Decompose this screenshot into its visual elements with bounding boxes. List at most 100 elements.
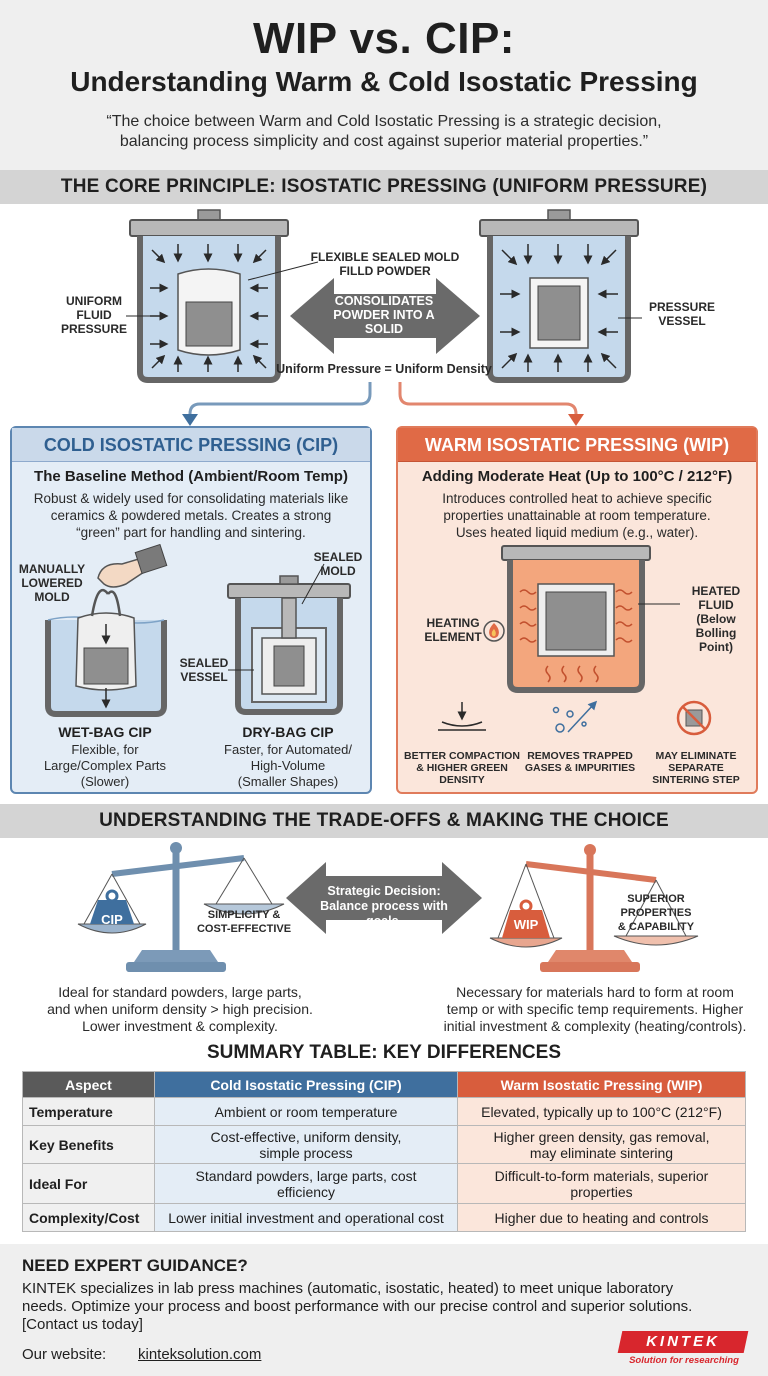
desc-line: and when uniform density > high precisio…	[47, 1001, 313, 1017]
desc-line: Lower investment & complexity.	[82, 1018, 278, 1034]
table-cell-aspect: Complexity/Cost	[22, 1203, 155, 1232]
label-line: ELEMENT	[424, 630, 482, 644]
table-cell-cip: Ambient or room temperature	[154, 1097, 458, 1126]
table-header-wip: Warm Isostatic Pressing (WIP)	[457, 1071, 746, 1098]
contact-link[interactable]: [Contact us today]	[22, 1316, 143, 1333]
benefit-line: SEPARATE	[668, 762, 724, 774]
header-background	[0, 0, 768, 170]
label-line: (Below Bolling	[695, 612, 737, 640]
benefit-line: DENSITY	[439, 774, 485, 786]
table-row: Key Benefits Cost-effective, uniform den…	[22, 1125, 746, 1164]
gas-removal-icon	[552, 700, 598, 733]
cip-balance-scale	[77, 842, 285, 972]
table-cell-cip: Lower initial investment and operational…	[154, 1203, 458, 1232]
wet-bag-title: WET-BAG CIP	[58, 724, 152, 740]
kintek-tagline: Solution for researching	[629, 1355, 739, 1366]
arrow-to-wip	[398, 382, 578, 418]
caption-line: Large/Complex Parts	[43, 758, 167, 773]
caption-line: (Smaller Shapes)	[237, 774, 339, 789]
dry-bag-description: Faster, for Automated/ High-Volume (Smal…	[208, 742, 368, 790]
label-line: Point)	[699, 640, 733, 654]
benefit-line: MAY ELIMINATE	[655, 750, 737, 762]
table-row: Complexity/Cost Lower initial investment…	[22, 1203, 746, 1232]
label-line: COST-EFFECTIVE	[196, 923, 292, 935]
footer-line: needs. Optimize your process and boost p…	[22, 1298, 693, 1315]
table-cell-wip: Difficult-to-form materials, superior pr…	[457, 1163, 746, 1204]
desc-line: Uses heated liquid medium (e.g., water).	[455, 525, 699, 540]
table-cell-wip: Higher due to heating and controls	[457, 1203, 746, 1232]
benefit-line: BETTER COMPACTION	[404, 750, 520, 762]
label-line: PROPERTIES	[620, 907, 692, 919]
summary-table: Aspect Cold Isostatic Pressing (CIP) War…	[22, 1071, 746, 1232]
footer-line: KINTEK specializes in lab press machines…	[22, 1280, 674, 1297]
desc-line: Necessary for materials hard to form at …	[456, 984, 734, 1000]
benefit-no-sintering: MAY ELIMINATE SEPARATE SINTERING STEP	[636, 750, 756, 786]
summary-title: SUMMARY TABLE: KEY DIFFERENCES	[207, 1042, 561, 1063]
desc-line: initial investment & complexity (heating…	[443, 1018, 747, 1034]
desc-line: Robust & widely used for consolidating m…	[33, 491, 349, 506]
left-pressure-vessel	[129, 209, 289, 383]
table-cell-cip: Cost-effective, uniform density, simple …	[154, 1125, 458, 1164]
label-line: Balance process with goals.	[320, 899, 448, 928]
table-row: Ideal For Standard powders, large parts,…	[22, 1163, 746, 1204]
cip-heading: COLD ISOSTATIC PRESSING (CIP)	[12, 428, 370, 462]
manually-lowered-mold-label: MANUALLY LOWERED MOLD	[12, 562, 92, 604]
label-line: POWDER INTO A SOLID	[333, 308, 435, 336]
table-header-aspect: Aspect	[22, 1071, 155, 1098]
label-line: CONSOLIDATES	[334, 294, 434, 308]
cell-line: properties	[570, 1183, 633, 1200]
footer-text: KINTEK specializes in lab press machines…	[22, 1280, 746, 1334]
website-link[interactable]: kinteksolution.com	[138, 1346, 262, 1363]
wip-tradeoff-description: Necessary for materials hard to form at …	[434, 984, 756, 1035]
consolidates-label: CONSOLIDATES POWDER INTO A SOLID “GREEN”…	[314, 294, 454, 350]
uniform-density-equation: Uniform Pressure = Uniform Density	[276, 362, 492, 376]
desc-line: temp or with specific temp requirements.…	[446, 1001, 744, 1017]
benefit-line: GASES & IMPURITIES	[524, 762, 636, 774]
flame-icon	[483, 620, 505, 642]
cell-line: Standard powders, large parts, cost	[195, 1167, 417, 1184]
cell-line: may eliminate sintering	[529, 1144, 674, 1161]
kintek-logo-text: KINTEK	[646, 1333, 720, 1350]
footer-title: NEED EXPERT GUIDANCE?	[22, 1256, 248, 1275]
no-sintering-icon	[676, 700, 712, 736]
benefit-gas-removal: REMOVES TRAPPED GASES & IMPURITIES	[520, 750, 640, 774]
wet-bag-tank	[45, 544, 168, 717]
cip-pan-label: SIMPLICITY & COST-EFFECTIVE	[196, 908, 292, 936]
label-line: Strategic Decision:	[327, 884, 441, 898]
table-row: Temperature Ambient or room temperature …	[22, 1097, 746, 1126]
flexible-mold-label: FLEXIBLE SEALED MOLD FILLD POWDER	[300, 250, 470, 278]
label-line: FILLD POWDER	[339, 264, 431, 278]
section-band-tradeoffs: UNDERSTANDING THE TRADE-OFFS & MAKING TH…	[0, 804, 768, 838]
footer-background	[0, 1244, 768, 1376]
label-line: SEALED	[179, 656, 229, 670]
label-line: MOLD	[320, 564, 356, 578]
label-line: LOWERED	[21, 576, 83, 590]
caption-line: High-Volume	[250, 758, 326, 773]
label-line: HEATED	[691, 584, 741, 598]
wip-pan-label: SUPERIOR PROPERTIES & CAPABILITY	[612, 892, 700, 934]
table-header-cip: Cold Isostatic Pressing (CIP)	[154, 1071, 458, 1098]
label-line: PRESSURE	[648, 300, 716, 314]
cip-subheading: The Baseline Method (Ambient/Room Temp)	[34, 468, 348, 485]
dry-bag-title: DRY-BAG CIP	[242, 724, 334, 740]
label-line: PRESSURE	[60, 322, 128, 336]
quote-line: “The choice between Warm and Cold Isosta…	[106, 113, 662, 130]
label-line: SEALED	[313, 550, 363, 564]
right-pressure-vessel	[479, 209, 639, 383]
table-cell-wip: Elevated, typically up to 100°C (212°F)	[457, 1097, 746, 1126]
cell-line: Cost-effective, uniform density,	[210, 1128, 402, 1145]
table-cell-cip: Standard powders, large parts, cost effi…	[154, 1163, 458, 1204]
wip-balance-scale	[489, 844, 699, 972]
table-cell-aspect: Ideal For	[22, 1163, 155, 1204]
caption-line: Faster, for Automated/	[224, 742, 352, 757]
cip-tradeoff-description: Ideal for standard powders, large parts,…	[30, 984, 330, 1035]
uniform-fluid-pressure-label: UNIFORM FLUID PRESSURE	[54, 294, 134, 336]
label-line: FLEXIBLE SEALED MOLD	[310, 250, 460, 264]
label-line: SIMPLICITY &	[207, 909, 281, 921]
intro-quote: “The choice between Warm and Cold Isosta…	[90, 112, 678, 152]
consolidates-arrow	[290, 278, 480, 354]
cip-weight-label: CIP	[101, 912, 123, 927]
caption-line: (Slower)	[80, 774, 130, 789]
table-header-row: Aspect Cold Isostatic Pressing (CIP) War…	[22, 1071, 746, 1098]
label-line: FLUID	[698, 598, 734, 612]
